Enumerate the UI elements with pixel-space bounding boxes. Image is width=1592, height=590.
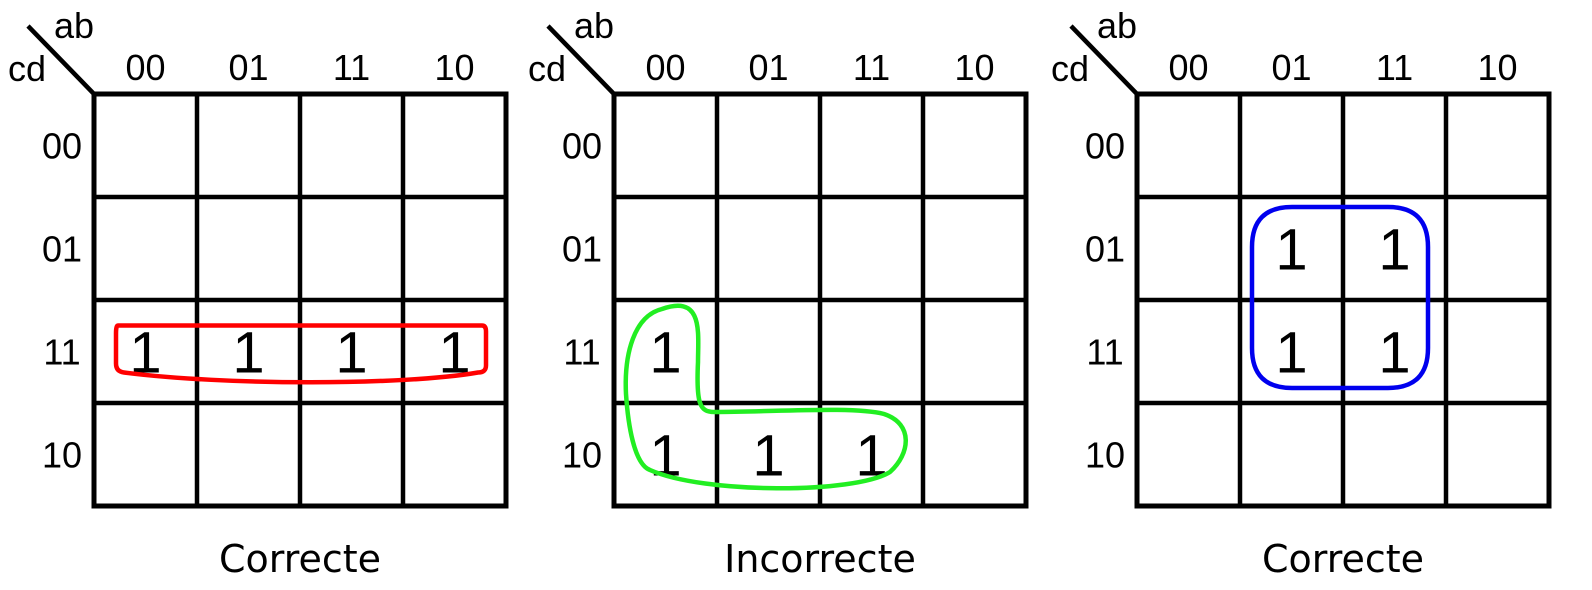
map-caption: Incorrecte bbox=[724, 537, 916, 581]
col-header-01: 01 bbox=[748, 47, 788, 88]
row-header-00: 00 bbox=[562, 126, 602, 167]
grouping-loop bbox=[1249, 204, 1431, 391]
map-frame bbox=[1134, 91, 1552, 509]
row-header-11: 11 bbox=[563, 332, 600, 373]
row-variable-label: cd bbox=[528, 48, 566, 89]
row-header-01: 01 bbox=[1085, 229, 1125, 270]
cell-value: 1 bbox=[1275, 321, 1307, 386]
cell-value: 1 bbox=[649, 321, 681, 386]
col-header-10: 10 bbox=[434, 47, 474, 88]
col-variable-label: ab bbox=[54, 5, 94, 46]
row-header-01: 01 bbox=[42, 229, 82, 270]
map-frame bbox=[91, 91, 509, 509]
cell-value: 1 bbox=[1378, 321, 1410, 386]
col-header-01: 01 bbox=[228, 47, 268, 88]
grouping-loop bbox=[623, 303, 908, 491]
col-header-11: 11 bbox=[1376, 47, 1413, 88]
map-frame bbox=[611, 91, 1029, 509]
corner-diagonal bbox=[1069, 24, 1139, 96]
map-caption: Correcte bbox=[1262, 537, 1424, 581]
col-header-01: 01 bbox=[1271, 47, 1311, 88]
row-variable-label: cd bbox=[8, 48, 46, 89]
row-header-10: 10 bbox=[1085, 435, 1125, 476]
grouping-loop bbox=[113, 323, 489, 385]
col-header-00: 00 bbox=[645, 47, 685, 88]
col-header-10: 10 bbox=[954, 47, 994, 88]
cell-value: 1 bbox=[232, 321, 264, 386]
col-header-11: 11 bbox=[853, 47, 890, 88]
cell-value: 1 bbox=[335, 321, 367, 386]
row-header-00: 00 bbox=[1085, 126, 1125, 167]
corner-diagonal bbox=[546, 24, 616, 96]
col-header-11: 11 bbox=[333, 47, 370, 88]
row-header-10: 10 bbox=[42, 435, 82, 476]
row-header-11: 11 bbox=[1086, 332, 1123, 373]
col-header-00: 00 bbox=[1168, 47, 1208, 88]
cell-value: 1 bbox=[1275, 218, 1307, 283]
row-header-00: 00 bbox=[42, 126, 82, 167]
cell-value: 1 bbox=[752, 424, 784, 489]
col-variable-label: ab bbox=[1097, 5, 1137, 46]
row-variable-label: cd bbox=[1051, 48, 1089, 89]
col-header-10: 10 bbox=[1477, 47, 1517, 88]
corner-diagonal bbox=[26, 24, 96, 96]
row-header-11: 11 bbox=[43, 332, 80, 373]
row-header-01: 01 bbox=[562, 229, 602, 270]
map-caption: Correcte bbox=[219, 537, 381, 581]
col-variable-label: ab bbox=[574, 5, 614, 46]
col-header-00: 00 bbox=[125, 47, 165, 88]
row-header-10: 10 bbox=[562, 435, 602, 476]
cell-value: 1 bbox=[1378, 218, 1410, 283]
